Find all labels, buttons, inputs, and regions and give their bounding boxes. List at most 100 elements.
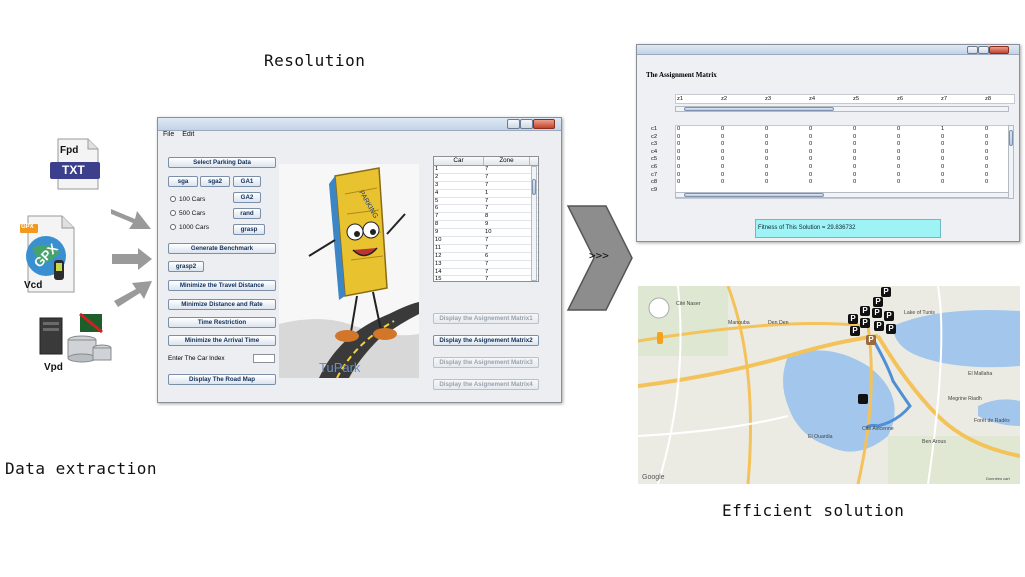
matrix4-button[interactable]: Display the Asignement Matrix4 (433, 379, 539, 390)
matrix-grid (675, 125, 1009, 199)
car-table-scrollbar[interactable] (531, 166, 537, 281)
car-index-input[interactable] (253, 354, 275, 363)
menubar: File Edit (158, 131, 561, 142)
grasp2-button[interactable]: grasp2 (168, 261, 204, 272)
generate-benchmark-button[interactable]: Generate Benchmark (168, 243, 276, 254)
parking-pin-icon[interactable]: P (848, 314, 858, 324)
select-parking-button[interactable]: Select Parking Data (168, 157, 276, 168)
matrix-cell: 0 (765, 126, 769, 132)
parking-pin-icon[interactable]: P (886, 324, 896, 334)
rand-button[interactable]: rand (233, 208, 261, 219)
minimize-button[interactable] (507, 119, 520, 129)
matrix-bottom-scrollbar[interactable] (675, 192, 1009, 198)
parking-pin-icon-selected[interactable]: P (866, 335, 876, 345)
menu-edit[interactable]: Edit (182, 131, 195, 138)
txt-file-name: Fpd (60, 145, 79, 156)
min-distance-rate-button[interactable]: Minimize Distance and Rate (168, 299, 276, 310)
matrix-cell: 0 (941, 156, 945, 163)
matrix-column-header: z2 (721, 96, 728, 102)
zone-cell: 7 (485, 244, 489, 251)
matrix-right-scrollbar[interactable] (1008, 125, 1014, 199)
gpx-tag: GPX (21, 224, 34, 230)
matrix-bottom-scroll-thumb[interactable] (684, 193, 824, 197)
parking-pin-icon[interactable]: P (850, 326, 860, 336)
db-file-name: Vpd (44, 362, 63, 373)
road-map-button[interactable]: Display The Road Map (168, 374, 276, 385)
ga1-button[interactable]: GA1 (233, 176, 261, 187)
maximize-button[interactable] (520, 119, 533, 129)
sga2-button[interactable]: sga2 (200, 176, 230, 187)
matrix-close-button[interactable] (989, 46, 1009, 54)
radio-1000-cars[interactable]: 1000 Cars (170, 224, 209, 231)
col-header-car[interactable]: Car (434, 157, 484, 165)
matrix-cell: 0 (677, 148, 681, 155)
matrix-cell: 0 (853, 148, 857, 155)
grasp-button[interactable]: grasp (233, 224, 265, 235)
matrix-cell: 0 (897, 164, 901, 170)
parking-pin-icon[interactable]: P (860, 318, 870, 328)
car-cell: 10 (435, 237, 442, 244)
matrix-row-label: c3 (651, 141, 658, 148)
time-restriction-button[interactable]: Time Restriction (168, 317, 276, 328)
matrix-right-scroll-thumb[interactable] (1009, 130, 1013, 146)
radio-100-cars[interactable]: 100 Cars (170, 196, 205, 203)
matrix-cell: 0 (721, 126, 725, 132)
efficient-solution-heading: Efficient solution (722, 501, 905, 520)
road-map[interactable]: Cité Naser Manouba Den Den Lake of Tunis… (638, 286, 1020, 484)
parking-pin-icon[interactable]: P (873, 297, 883, 307)
matrix-cell: 0 (809, 126, 813, 132)
zone-cell: 10 (485, 229, 492, 236)
matrix-maximize-button[interactable] (978, 46, 989, 54)
matrix-top-scroll-thumb[interactable] (684, 107, 834, 111)
matrix-cell: 0 (765, 156, 769, 163)
parking-pin-icon[interactable]: P (874, 321, 884, 331)
parking-pin-icon[interactable]: P (872, 308, 882, 318)
matrix-column-header: z1 (677, 96, 684, 102)
matrix-cell: 0 (809, 171, 813, 178)
menu-file[interactable]: File (163, 131, 175, 138)
map-label-den-den: Den Den (768, 320, 789, 326)
transition-arrow: >>> (566, 204, 634, 312)
col-header-zone[interactable]: Zone (484, 157, 530, 165)
parking-pin-icon[interactable]: P (881, 287, 891, 297)
matrix2-button[interactable]: Display the Asignement Matrix2 (433, 335, 539, 346)
zone-cell: 1 (485, 189, 489, 196)
ga2-button[interactable]: GA2 (233, 192, 261, 203)
min-travel-button[interactable]: Minimize the Travel Distance (168, 280, 276, 291)
matrix1-button[interactable]: Display the Asignement Matrix1 (433, 313, 539, 324)
radio-500-cars[interactable]: 500 Cars (170, 210, 205, 217)
matrix-cell: 0 (897, 133, 901, 140)
sga-button[interactable]: sga (168, 176, 198, 187)
matrix-cell: 0 (897, 126, 901, 132)
matrix-row-label: c2 (651, 133, 658, 140)
parking-pin-icon[interactable]: P (884, 311, 894, 321)
close-button[interactable] (533, 119, 555, 129)
matrix-minimize-button[interactable] (967, 46, 978, 54)
matrix-cell: 0 (897, 171, 901, 178)
car-table-scroll-thumb[interactable] (532, 179, 536, 195)
matrix-top-scrollbar[interactable] (675, 106, 1009, 112)
parking-pin-icon[interactable]: P (860, 306, 870, 316)
matrix3-button[interactable]: Display the Asignement Matrix3 (433, 357, 539, 368)
map-label-ouardia: El Ouardia (808, 434, 833, 440)
map-attribution: Données cart (986, 476, 1010, 481)
min-arrival-button[interactable]: Minimize the Arrival Time (168, 335, 276, 346)
google-logo: Google (642, 474, 665, 481)
car-marker-icon[interactable] (858, 394, 868, 404)
